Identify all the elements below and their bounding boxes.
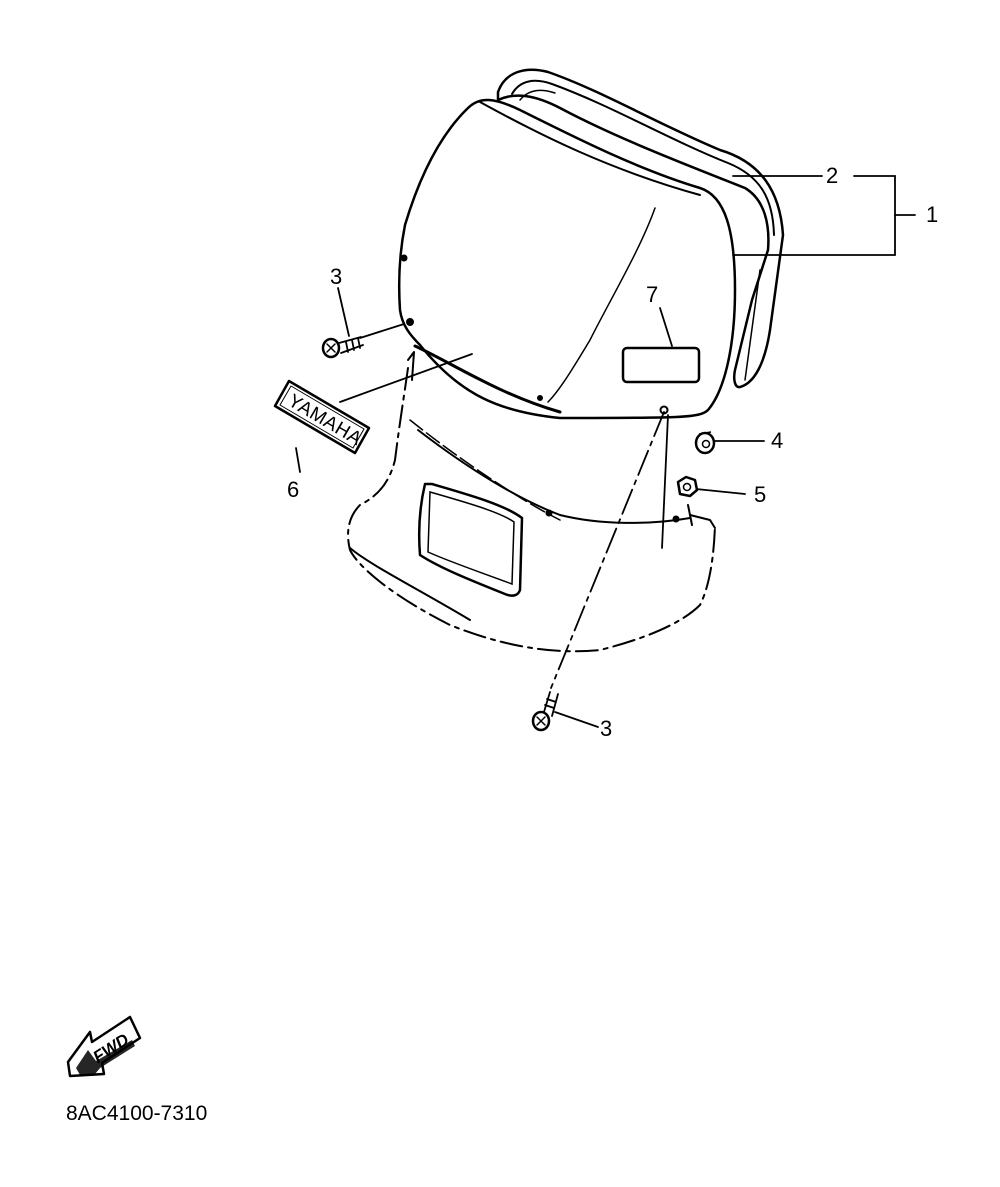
callout-6: 6	[287, 477, 299, 502]
callout-4: 4	[771, 428, 783, 453]
headlight-opening-inner	[427, 491, 515, 586]
drawing-code: 8AC4100-7310	[66, 1102, 207, 1125]
headlight-opening	[417, 482, 524, 597]
callout-5: 5	[754, 482, 766, 507]
fwd-arrow-icon: FWD	[66, 1015, 142, 1078]
yamaha-emblem: YAMAHA	[273, 379, 371, 455]
leader-lines	[295, 175, 916, 728]
caution-label	[621, 346, 701, 384]
screw-lower	[531, 691, 559, 732]
callout-1: 1	[926, 202, 938, 227]
grommet-part-4	[694, 431, 716, 455]
callout-3-lower: 3	[600, 716, 612, 741]
windshield-molding	[496, 68, 785, 389]
nut-part-5	[676, 475, 699, 498]
callout-3-upper: 3	[330, 264, 342, 289]
callout-7: 7	[646, 282, 658, 307]
front-cowling	[347, 351, 716, 653]
screw-upper	[321, 336, 364, 359]
windshield-screen	[398, 98, 737, 420]
callout-2: 2	[826, 163, 838, 188]
